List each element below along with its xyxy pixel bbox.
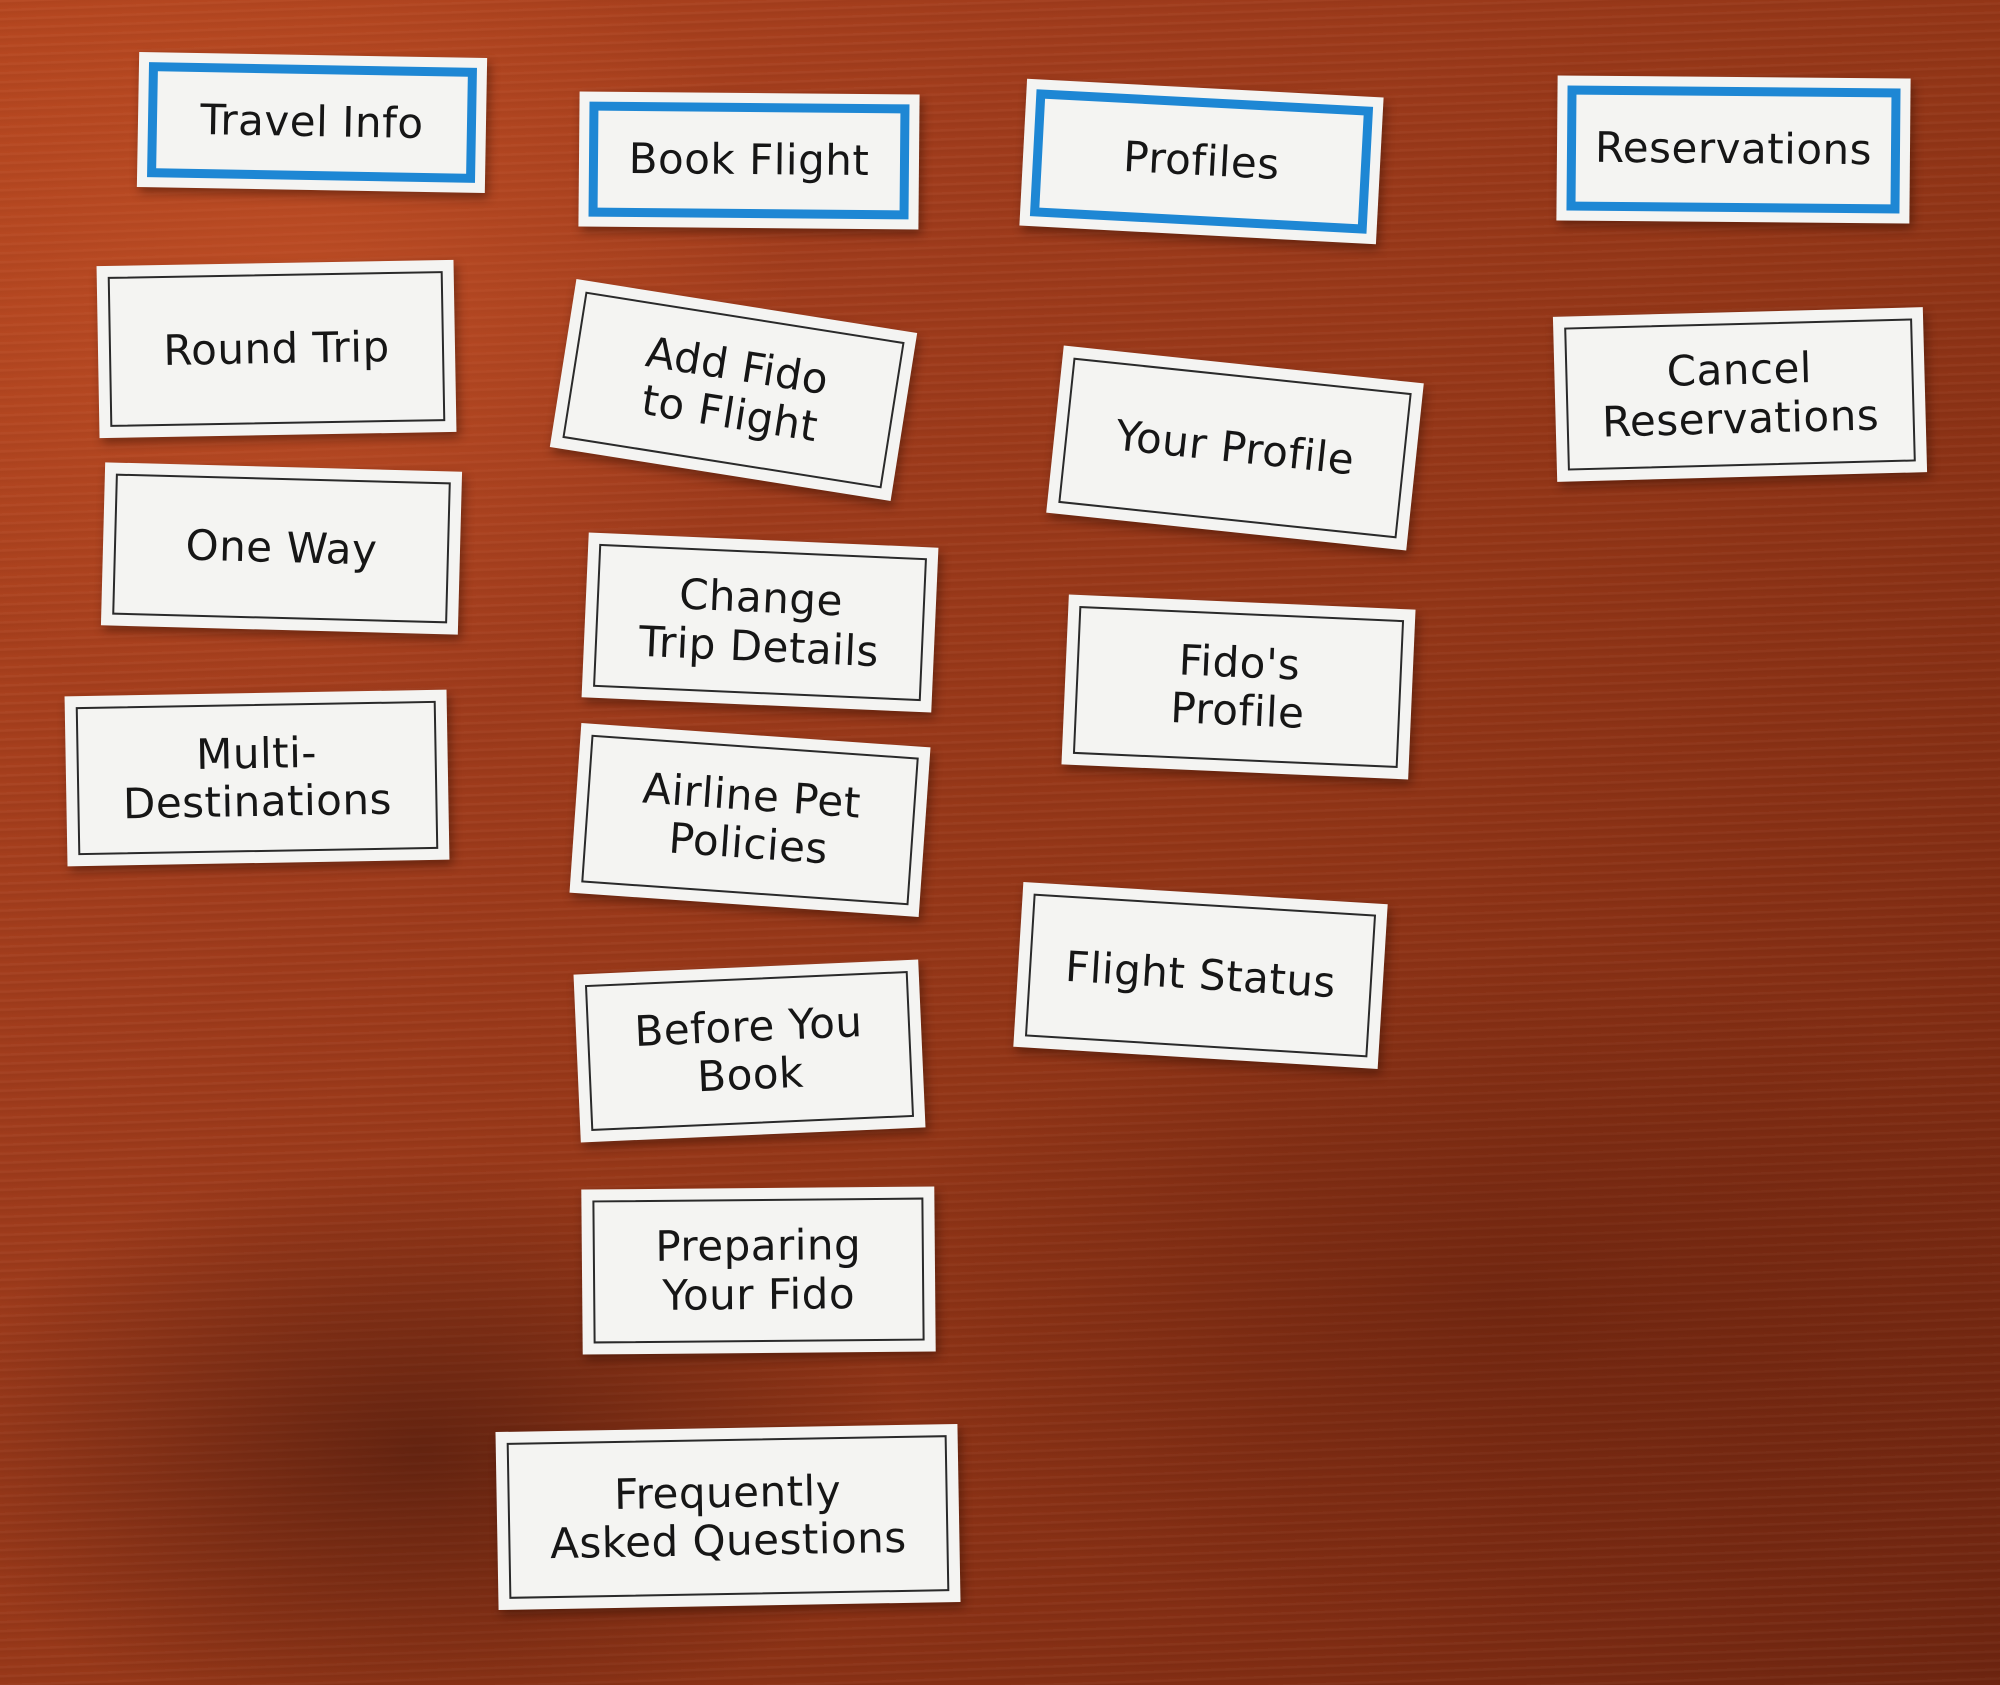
card-frame: Book Flight bbox=[588, 101, 910, 220]
card-round-trip[interactable]: Round Trip bbox=[96, 259, 457, 439]
card-label: Before You Book bbox=[633, 996, 864, 1102]
card-label: Profiles bbox=[1122, 132, 1281, 190]
card-frame: Preparing Your Fido bbox=[592, 1197, 925, 1344]
card-before-you-book[interactable]: Before You Book bbox=[573, 959, 926, 1143]
card-frame: Multi- Destinations bbox=[75, 700, 439, 856]
card-profiles[interactable]: Profiles bbox=[1019, 78, 1384, 245]
card-label: Change Trip Details bbox=[637, 569, 880, 676]
card-label: Round Trip bbox=[162, 321, 391, 375]
card-label: Multi- Destinations bbox=[122, 727, 393, 829]
card-frame: Your Profile bbox=[1058, 357, 1412, 539]
card-cancel-reservations[interactable]: Cancel Reservations bbox=[1552, 307, 1928, 482]
card-travel-info[interactable]: Travel Info bbox=[136, 51, 488, 194]
card-change-trip-details[interactable]: Change Trip Details bbox=[581, 532, 939, 713]
card-frame: Add Fido to Flight bbox=[562, 291, 905, 489]
card-your-profile[interactable]: Your Profile bbox=[1046, 345, 1424, 551]
card-label: Fido's Profile bbox=[1169, 635, 1306, 738]
card-multi-destinations[interactable]: Multi- Destinations bbox=[64, 689, 450, 867]
card-frame: Travel Info bbox=[147, 62, 477, 183]
card-label: Airline Pet Policies bbox=[641, 763, 863, 874]
card-frame: Round Trip bbox=[107, 271, 446, 427]
card-flight-status[interactable]: Flight Status bbox=[1013, 882, 1388, 1069]
card-frame: One Way bbox=[112, 473, 451, 624]
card-frame: Profiles bbox=[1029, 89, 1374, 234]
card-label: One Way bbox=[185, 520, 379, 575]
card-label: Frequently Asked Questions bbox=[549, 1465, 908, 1569]
card-frame: Change Trip Details bbox=[593, 543, 927, 702]
card-add-fido-to-flight[interactable]: Add Fido to Flight bbox=[549, 279, 918, 501]
card-label: Add Fido to Flight bbox=[638, 326, 832, 452]
card-label: Flight Status bbox=[1063, 942, 1338, 1008]
card-book-flight[interactable]: Book Flight bbox=[578, 91, 920, 230]
card-one-way[interactable]: One Way bbox=[100, 462, 463, 635]
card-label: Reservations bbox=[1594, 123, 1873, 175]
card-label: Cancel Reservations bbox=[1601, 343, 1880, 447]
card-frame: Reservations bbox=[1566, 85, 1901, 214]
card-airline-pet-policies[interactable]: Airline Pet Policies bbox=[569, 722, 931, 918]
card-frame: Airline Pet Policies bbox=[581, 734, 919, 906]
card-frame: Cancel Reservations bbox=[1564, 318, 1916, 471]
card-frame: Frequently Asked Questions bbox=[506, 1435, 950, 1599]
card-label: Book Flight bbox=[628, 134, 870, 186]
card-reservations[interactable]: Reservations bbox=[1556, 75, 1911, 224]
card-label: Your Profile bbox=[1113, 410, 1357, 485]
card-frame: Fido's Profile bbox=[1072, 605, 1405, 769]
card-preparing-your-fido[interactable]: Preparing Your Fido bbox=[581, 1186, 936, 1355]
card-frequently-asked-questions[interactable]: Frequently Asked Questions bbox=[495, 1423, 961, 1611]
card-frame: Before You Book bbox=[584, 971, 915, 1131]
card-label: Preparing Your Fido bbox=[655, 1220, 862, 1320]
card-label: Travel Info bbox=[199, 95, 425, 149]
card-frame: Flight Status bbox=[1024, 893, 1377, 1058]
card-fidos-profile[interactable]: Fido's Profile bbox=[1061, 594, 1416, 780]
